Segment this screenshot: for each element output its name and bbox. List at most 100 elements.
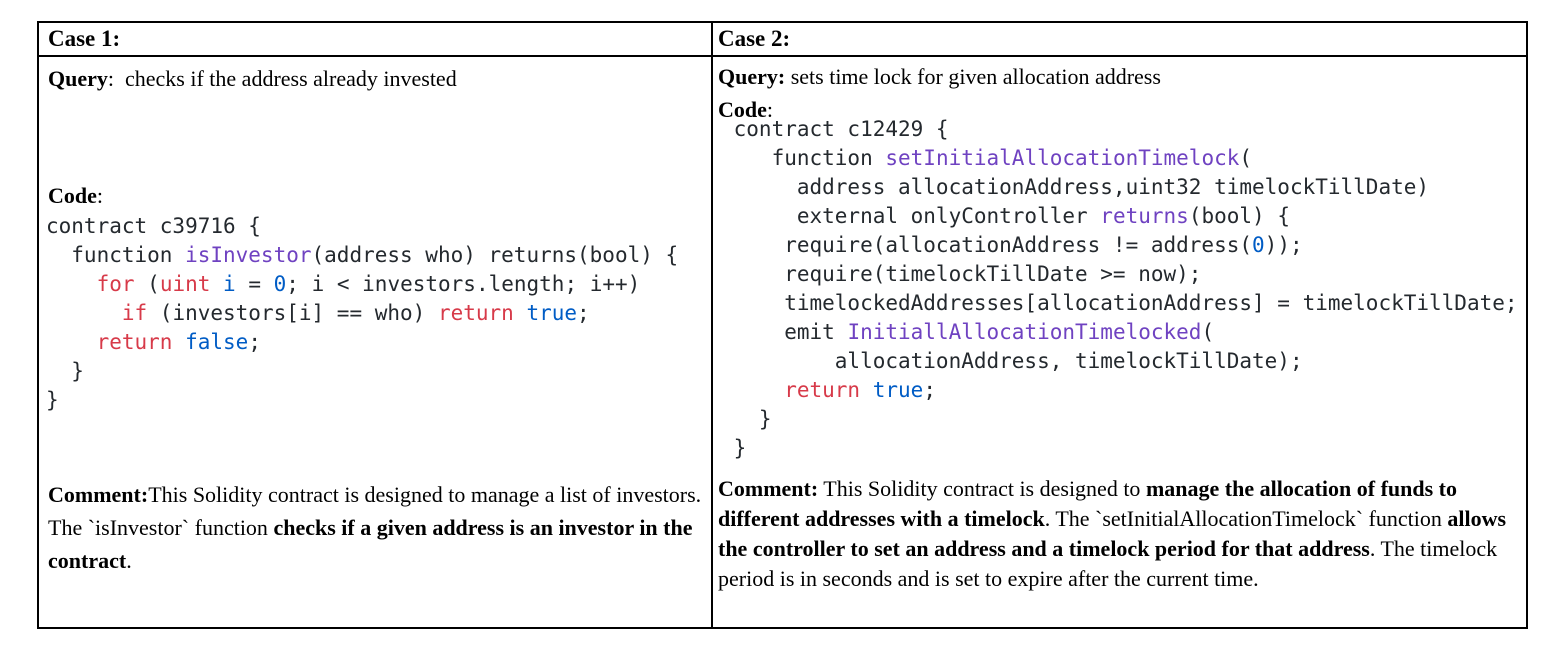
case-1-code-block: contract c39716 { function isInvestor(ad…: [46, 212, 678, 415]
code-token: returns: [1100, 204, 1189, 228]
text-segment: This Solidity contract is designed to: [818, 476, 1146, 501]
code-token: ; i < investors.length; i++): [286, 272, 641, 296]
code-line: contract c12429 {: [721, 115, 1518, 144]
code-line: external onlyController returns(bool) {: [721, 202, 1518, 231]
code-line: return false;: [46, 328, 678, 357]
code-line: timelockedAddresses[allocationAddress] =…: [721, 289, 1518, 318]
text-segment: manage the allocation of funds to differ…: [718, 476, 1463, 531]
code-token: function: [721, 146, 886, 170]
code-line: }: [721, 434, 1518, 463]
code-line: }: [721, 405, 1518, 434]
code-token: contract c12429 {: [721, 117, 949, 141]
code-token: ;: [923, 378, 936, 402]
text-segment: :: [766, 97, 774, 122]
code-token: i: [223, 272, 236, 296]
code-token: InitiallAllocationTimelocked: [847, 320, 1202, 344]
text-segment: . The timelock period is in seconds and …: [718, 536, 1503, 591]
code-token: isInvestor: [185, 243, 312, 267]
code-token: true: [526, 301, 578, 325]
code-token: 0: [1252, 233, 1265, 257]
code-token: }: [721, 436, 747, 460]
code-token: (: [1239, 146, 1253, 170]
code-token: timelockedAddresses[allocationAddress] =…: [721, 291, 1518, 315]
text-segment: . The `setInitialAllocationTimelock` fun…: [1044, 506, 1448, 531]
case-1-body: Query: checks if the address already inv…: [39, 57, 711, 627]
code-token: (: [1201, 320, 1215, 344]
code-token: [46, 301, 122, 325]
code-token: [172, 330, 185, 354]
code-token: [210, 272, 223, 296]
code-line: allocationAddress, timelockTillDate);: [721, 347, 1518, 376]
case-1-code-label: Code:: [48, 183, 103, 209]
code-token: ));: [1264, 233, 1303, 257]
code-line: return true;: [721, 376, 1518, 405]
code-line: for (uint i = 0; i < investors.length; i…: [46, 270, 678, 299]
text-segment: Code: [718, 97, 767, 122]
case-1-column: Case 1: Query: checks if the address alr…: [39, 23, 713, 627]
case-2-column: Case 2: Query: sets time lock for given …: [713, 23, 1526, 627]
code-token: setInitialAllocationTimelock: [885, 146, 1240, 170]
code-line: if (investors[i] == who) return true;: [46, 299, 678, 328]
code-token: (: [134, 272, 160, 296]
text-segment: This Solidity contract is designed to ma…: [48, 482, 707, 540]
code-line: address allocationAddress,uint32 timeloc…: [721, 173, 1518, 202]
code-token: }: [46, 388, 59, 412]
code-line: emit InitiallAllocationTimelocked(: [721, 318, 1518, 347]
case-1-comment: Comment:This Solidity contract is design…: [48, 478, 703, 577]
code-token: }: [46, 359, 84, 383]
code-token: }: [721, 407, 772, 431]
code-token: true: [872, 378, 924, 402]
code-token: return: [96, 330, 173, 354]
text-segment: Query:: [718, 64, 786, 89]
code-token: 0: [273, 272, 287, 296]
code-line: }: [46, 386, 678, 415]
code-token: function: [46, 243, 186, 267]
case-2-code-label: Code:: [718, 97, 773, 123]
code-token: allocationAddress, timelockTillDate);: [721, 349, 1303, 373]
code-line: function setInitialAllocationTimelock(: [721, 144, 1518, 173]
text-segment: allows the controller to set an address …: [718, 506, 1512, 561]
text-segment: .: [126, 548, 132, 573]
text-segment: Comment:: [48, 482, 149, 507]
code-token: emit: [721, 320, 848, 344]
text-segment: Query: [48, 66, 108, 91]
code-token: require(allocationAddress != address(: [721, 233, 1253, 257]
text-segment: :: [96, 183, 104, 208]
case-comparison-table: Case 1: Query: checks if the address alr…: [37, 21, 1528, 629]
code-token: =: [235, 272, 274, 296]
code-token: for: [96, 272, 135, 296]
case-2-query: Query: sets time lock for given allocati…: [718, 63, 1518, 91]
code-token: external onlyController: [721, 204, 1101, 228]
code-token: ;: [577, 301, 590, 325]
text-segment: Code: [48, 183, 97, 208]
text-segment: Comment:: [718, 476, 819, 501]
code-token: [860, 378, 873, 402]
code-line: }: [46, 357, 678, 386]
code-line: require(timelockTillDate >= now);: [721, 260, 1518, 289]
case-1-query: Query: checks if the address already inv…: [48, 65, 703, 93]
case-2-header: Case 2:: [713, 23, 1526, 57]
code-token: require(timelockTillDate >= now);: [721, 262, 1202, 286]
case-1-header: Case 1:: [39, 23, 711, 57]
code-token: return: [437, 301, 514, 325]
text-segment: sets time lock for given allocation addr…: [785, 64, 1161, 89]
code-token: contract c39716 {: [46, 214, 261, 238]
case-2-code-block: contract c12429 { function setInitialAll…: [721, 115, 1518, 463]
code-line: function isInvestor(address who) returns…: [46, 241, 678, 270]
code-token: if: [121, 301, 148, 325]
case-2-comment: Comment: This Solidity contract is desig…: [718, 474, 1513, 594]
code-token: return: [784, 378, 861, 402]
code-token: [514, 301, 527, 325]
code-token: false: [185, 330, 249, 354]
code-token: (bool) {: [1188, 204, 1290, 228]
code-token: (address who) returns(bool) {: [311, 243, 679, 267]
code-token: uint: [159, 272, 211, 296]
code-line: require(allocationAddress != address(0))…: [721, 231, 1518, 260]
code-token: (investors[i] == who): [147, 301, 438, 325]
code-token: address allocationAddress,uint32 timeloc…: [721, 175, 1430, 199]
code-line: contract c39716 {: [46, 212, 678, 241]
text-segment: : checks if the address already invested: [107, 66, 457, 91]
code-token: [46, 330, 97, 354]
code-token: [46, 272, 97, 296]
